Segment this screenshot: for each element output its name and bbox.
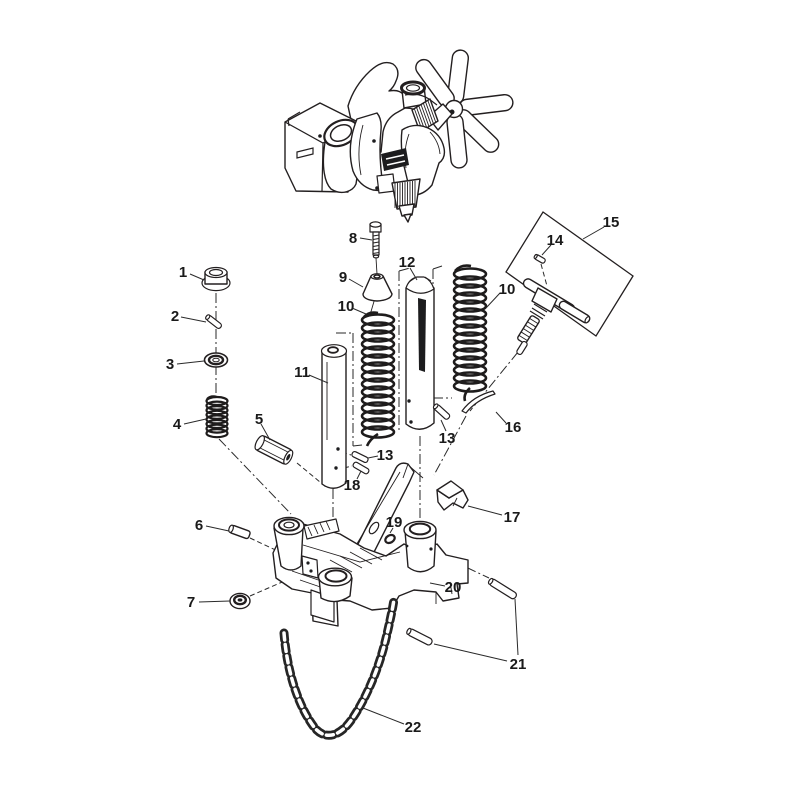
callout-18: 18	[344, 477, 361, 494]
callout-15: 15	[603, 214, 620, 231]
pin-part-21-lower	[406, 627, 433, 646]
callout-numbers: 1 2 3 4 5 6 7 8 9 10 10 11 12 13 13 14 1…	[166, 214, 620, 736]
t-handle-screw-part-15	[516, 278, 591, 356]
nameplate	[381, 148, 409, 171]
callout-7: 7	[187, 594, 195, 611]
base-assembly-part-20	[272, 462, 469, 627]
chuck	[391, 178, 421, 223]
drill-motor-assembly	[284, 49, 514, 223]
callout-14: 14	[547, 232, 564, 249]
roller-part-5	[254, 435, 294, 465]
pin-part-2	[205, 314, 222, 329]
callout-8: 8	[349, 230, 357, 247]
callout-21: 21	[510, 656, 527, 673]
callout-10-right: 10	[499, 281, 516, 298]
callout-11: 11	[294, 364, 310, 381]
callout-17: 17	[504, 509, 521, 526]
pin-part-18	[352, 461, 370, 475]
cone-part-9	[362, 273, 393, 302]
chuck-housing	[400, 124, 446, 196]
callout-13-left: 13	[377, 447, 394, 464]
feed-handwheel	[415, 49, 514, 169]
pin-part-13-left	[351, 450, 369, 464]
clutch-bushing	[411, 98, 453, 133]
screw-part-8	[369, 221, 382, 259]
callout-12: 12	[399, 254, 416, 271]
detail-box-part-15	[505, 211, 634, 337]
chain-part-22	[279, 594, 399, 740]
callout-22: 22	[405, 719, 422, 736]
callout-19: 19	[386, 514, 403, 531]
callout-5: 5	[255, 411, 263, 428]
callout-9: 9	[339, 269, 347, 286]
oring-part-19	[384, 533, 396, 545]
callout-13-right: 13	[439, 430, 456, 447]
spring-part-10-left	[360, 311, 396, 447]
cap-part-1	[201, 266, 231, 292]
clip-part-16	[461, 390, 496, 414]
callout-leaders	[176, 226, 605, 725]
spring-part-10-right	[452, 264, 488, 402]
callout-20: 20	[445, 579, 462, 596]
support-arm	[349, 462, 415, 565]
callout-1: 1	[179, 264, 187, 281]
tube-part-11	[320, 344, 348, 489]
spring-part-4	[205, 395, 229, 439]
pin-part-21-upper	[487, 577, 517, 600]
callout-16: 16	[505, 419, 522, 436]
pin-part-13-right	[432, 403, 451, 420]
washer-part-3	[203, 352, 229, 368]
callout-10-left: 10	[338, 298, 355, 315]
callout-3: 3	[166, 356, 174, 373]
pin-part-6	[228, 524, 251, 540]
nut-part-7	[229, 592, 251, 610]
motor-field-cylinder	[322, 118, 359, 194]
callout-2: 2	[171, 308, 179, 325]
callout-6: 6	[195, 517, 203, 534]
tube-part-12	[405, 276, 435, 430]
pin-part-14	[533, 253, 546, 264]
callout-4: 4	[173, 416, 182, 433]
latch-part-17	[436, 480, 469, 511]
